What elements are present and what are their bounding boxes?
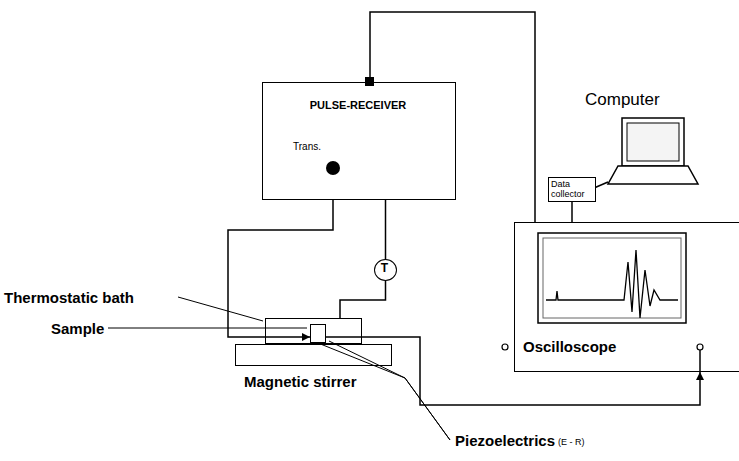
node-title: Magnetic stirrer xyxy=(244,373,357,390)
input-terminal xyxy=(502,344,508,350)
leader-line xyxy=(178,297,263,321)
laptop-screen xyxy=(622,118,684,166)
node-title: Data collector xyxy=(551,179,593,200)
input-terminal xyxy=(697,344,703,350)
node-title: Thermostatic bath xyxy=(4,289,134,306)
signal-wire xyxy=(370,12,535,222)
node-title: PULSE-RECEIVER xyxy=(263,99,453,112)
signal-wire xyxy=(326,337,700,405)
terminal-lead xyxy=(699,350,701,372)
sample-cell: Sample xyxy=(310,324,326,343)
node-title: Oscilloscope xyxy=(523,338,616,355)
screen-bezel xyxy=(543,238,681,318)
data-cable xyxy=(594,182,608,188)
part-label: (E - R) xyxy=(558,437,585,447)
node-title: T xyxy=(375,262,394,276)
node-subtitle: Trans. xyxy=(293,141,321,153)
leader-line xyxy=(108,328,307,329)
connector-group xyxy=(228,12,700,405)
oscilloscope-screen xyxy=(538,233,686,323)
signal-wire xyxy=(385,200,387,259)
leader-line xyxy=(313,341,450,440)
leader-line xyxy=(329,341,450,440)
bath-vessel: Thermostatic bathSample xyxy=(265,318,362,344)
node-title: Computer xyxy=(585,90,660,110)
thermometer-circle: T xyxy=(374,259,397,281)
stirrer-plate: Magnetic stirrer xyxy=(235,344,392,366)
transducer-socket xyxy=(326,161,340,175)
laptop-base xyxy=(608,166,698,184)
data-collector-box: Data collector xyxy=(548,177,596,202)
computer-icon: Computer xyxy=(582,88,697,193)
laptop-display xyxy=(627,123,679,161)
node-title: Sample xyxy=(51,320,104,337)
signal-wire xyxy=(340,281,386,318)
waveform xyxy=(546,250,678,318)
instrument-box: PULSE-RECEIVER Trans. xyxy=(262,82,456,200)
part-label: Piezoelectrics xyxy=(455,432,555,449)
signal-wire xyxy=(228,200,333,337)
signal-wire xyxy=(571,202,573,222)
oscilloscope-panel: Oscilloscope xyxy=(514,222,739,372)
